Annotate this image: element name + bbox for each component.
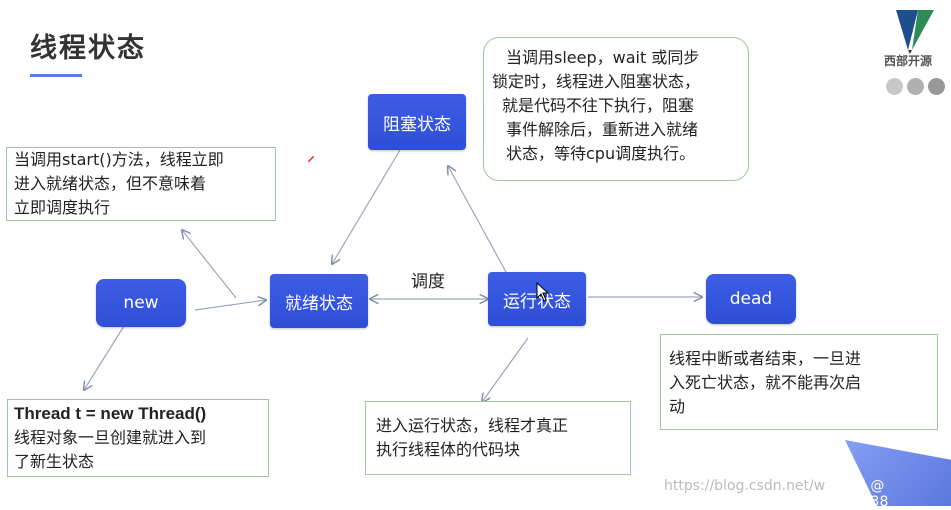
logo-icon: [896, 10, 934, 54]
note-running: 进入运行状态，线程才真正 执行线程体的代码块: [365, 401, 631, 475]
watermark-url: https://blog.csdn.net/w: [664, 478, 826, 494]
note-blocked: 当调用sleep，wait 或同步 锁定时，线程进入阻塞状态， 就是代码不往下执…: [483, 37, 749, 181]
logo-dot-3: [928, 78, 945, 95]
pen-mark-icon: [308, 156, 314, 162]
logo-dot-1: [886, 78, 903, 95]
title-underline: [30, 74, 82, 77]
arrow-blocked-to-ready: [332, 149, 401, 264]
note-dead: 线程中断或者结束，一旦进 入死亡状态，就不能再次启 动: [660, 334, 938, 430]
arrow-to-new-note: [84, 325, 125, 390]
arrow-new-to-ready: [194, 300, 266, 311]
note-start: 当调用start()方法，线程立即 进入就绪状态，但不意味着 立即调度执行: [6, 147, 276, 221]
state-new: new: [96, 279, 186, 327]
schedule-label: 调度: [411, 272, 445, 292]
arrow-running-to-blocked: [448, 166, 507, 273]
logo-text: 西部开源: [884, 54, 933, 68]
mouse-cursor-icon: [536, 282, 550, 302]
state-blocked: 阻塞状态: [368, 94, 466, 150]
arrow-to-start-note: [182, 230, 237, 299]
logo-dot-2: [907, 78, 924, 95]
note-new-thread: Thread t = new Thread() 线程对象一旦创建就进入到 了新生…: [7, 399, 269, 477]
arrow-to-running-note: [482, 337, 529, 402]
state-ready: 就绪状态: [270, 274, 368, 328]
state-dead: dead: [706, 274, 796, 324]
csdn-watermark: CSDN @ 6860338: [826, 478, 889, 510]
state-running: 运行状态: [488, 272, 586, 326]
page-title: 线程状态: [30, 33, 146, 64]
